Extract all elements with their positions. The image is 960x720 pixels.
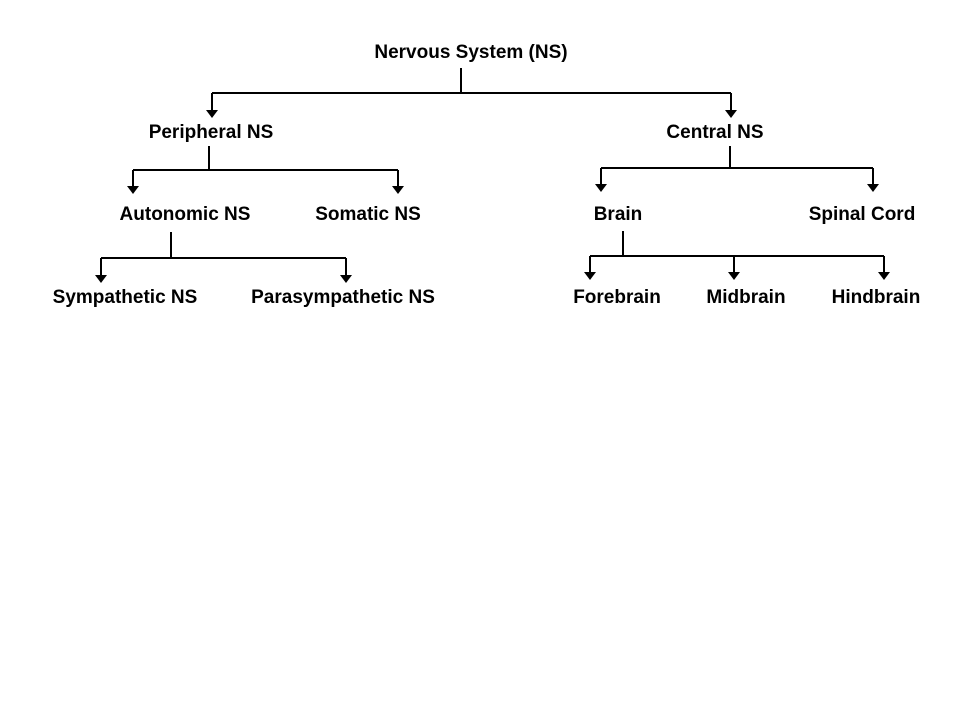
node-spinal-cord: Spinal Cord bbox=[809, 204, 916, 225]
node-sympathetic-ns: Sympathetic NS bbox=[53, 287, 198, 308]
connector-root bbox=[211, 68, 732, 110]
connectors bbox=[100, 68, 885, 275]
node-autonomic-ns: Autonomic NS bbox=[120, 204, 251, 225]
connector-autonomic bbox=[100, 232, 347, 275]
arrow-down-icon bbox=[725, 110, 737, 118]
connector-brain bbox=[589, 231, 885, 272]
arrow-down-icon bbox=[127, 186, 139, 194]
node-parasympathetic-ns: Parasympathetic NS bbox=[251, 287, 435, 308]
arrow-down-icon bbox=[340, 275, 352, 283]
node-brain: Brain bbox=[594, 204, 643, 225]
node-labels: Nervous System (NS) Peripheral NS Centra… bbox=[53, 42, 921, 308]
node-forebrain: Forebrain bbox=[573, 287, 661, 308]
connector-central bbox=[600, 146, 874, 184]
node-somatic-ns: Somatic NS bbox=[315, 204, 421, 225]
arrow-down-icon bbox=[584, 272, 596, 280]
arrow-down-icon bbox=[728, 272, 740, 280]
arrow-down-icon bbox=[867, 184, 879, 192]
arrow-down-icon bbox=[95, 275, 107, 283]
node-central-ns: Central NS bbox=[666, 122, 763, 143]
arrow-down-icon bbox=[878, 272, 890, 280]
node-nervous-system: Nervous System (NS) bbox=[374, 42, 567, 63]
arrow-down-icon bbox=[392, 186, 404, 194]
node-hindbrain: Hindbrain bbox=[832, 287, 921, 308]
arrow-down-icon bbox=[206, 110, 218, 118]
node-peripheral-ns: Peripheral NS bbox=[149, 122, 274, 143]
connector-peripheral bbox=[132, 146, 399, 186]
arrowheads bbox=[95, 110, 890, 283]
arrow-down-icon bbox=[595, 184, 607, 192]
node-midbrain: Midbrain bbox=[706, 287, 785, 308]
